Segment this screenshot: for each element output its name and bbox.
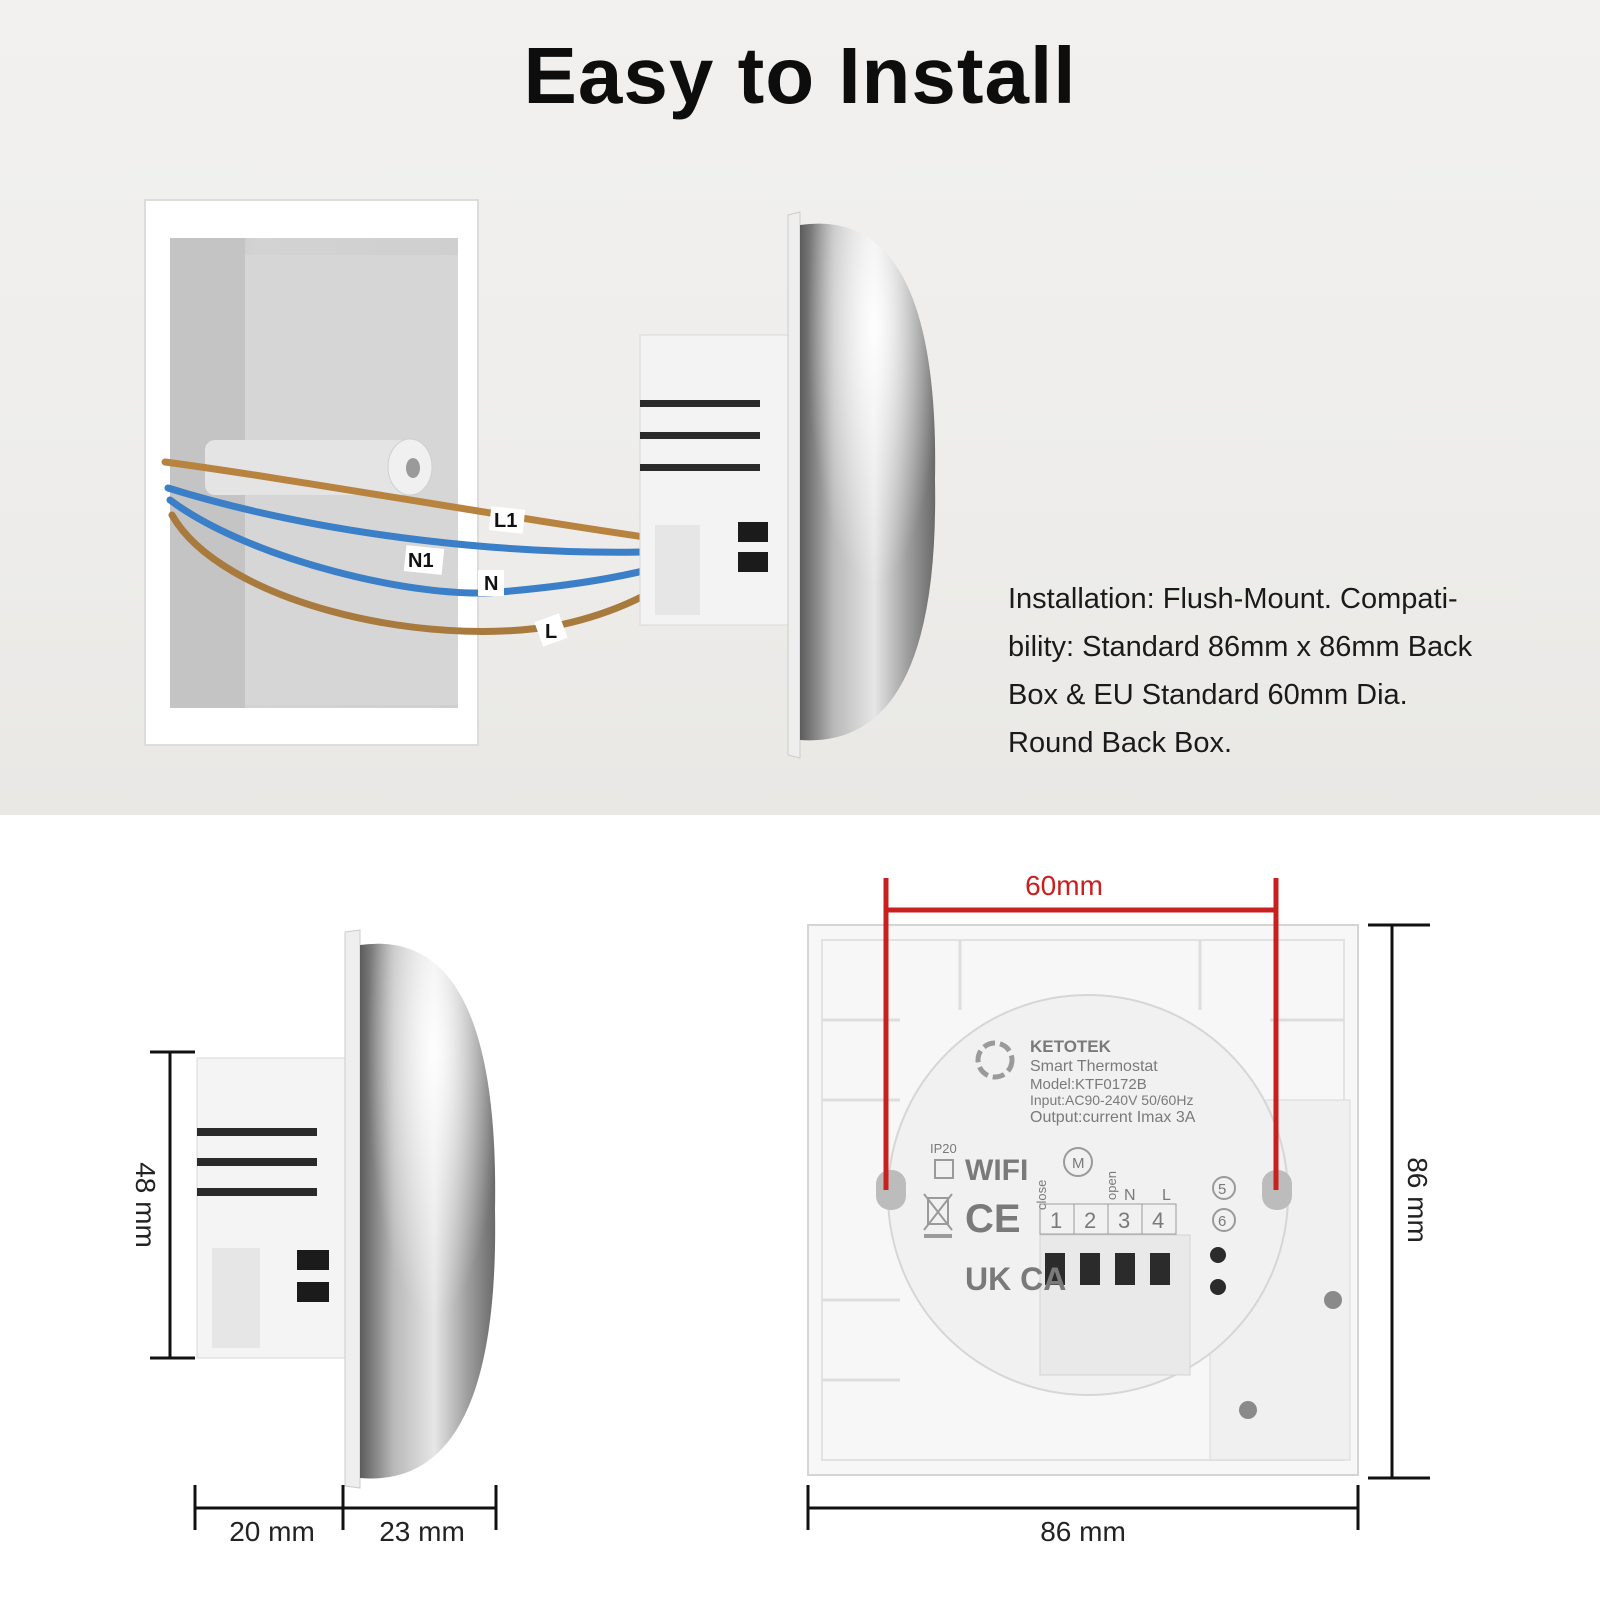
terminal-3: 3 bbox=[1118, 1208, 1130, 1233]
thermostat-back-view: KETOTEK Smart Thermostat Model:KTF0172B … bbox=[807, 924, 1359, 1476]
brand-logo: KETOTEK bbox=[1030, 1037, 1112, 1056]
open-label: open bbox=[1104, 1171, 1119, 1200]
wire-tag-n: N bbox=[478, 570, 504, 596]
terminal-numbers: 1 2 3 4 bbox=[1039, 1203, 1177, 1235]
installation-line-1: Installation: Flush-Mount. Compati- bbox=[1008, 583, 1458, 615]
dim-label-60mm: 60mm bbox=[1025, 870, 1103, 901]
close-label: close bbox=[1034, 1180, 1049, 1210]
page-title: Easy to Install bbox=[523, 31, 1077, 120]
product-name: Smart Thermostat bbox=[1030, 1058, 1158, 1075]
installation-line-2: bility: Standard 86mm x 86mm Back bbox=[1008, 631, 1473, 663]
installation-line-4: Round Back Box. bbox=[1008, 727, 1233, 759]
ukca-mark: UK CA bbox=[965, 1261, 1066, 1297]
wire-tag-l: L bbox=[534, 613, 568, 647]
motor-symbol: M bbox=[1072, 1155, 1085, 1172]
output-rating: Output:current Imax 3A bbox=[1030, 1109, 1196, 1126]
dim-label-23mm: 23 mm bbox=[379, 1516, 465, 1547]
dim-86mm-width bbox=[806, 1485, 1360, 1530]
installation-description: Installation: Flush-Mount. Compati- bili… bbox=[1008, 575, 1568, 767]
wall-back-box bbox=[144, 199, 479, 746]
ce-mark: CE bbox=[965, 1197, 1021, 1241]
dim-depth bbox=[193, 1485, 498, 1530]
dim-48mm bbox=[150, 1050, 195, 1360]
thermostat-side-view bbox=[196, 929, 496, 1489]
wire-tag-l1: L1 bbox=[488, 506, 526, 534]
dim-label-86mm-height: 86 mm bbox=[1402, 1157, 1433, 1243]
dim-label-20mm: 20 mm bbox=[229, 1516, 315, 1547]
installation-line-3: Box & EU Standard 60mm Dia. bbox=[1008, 679, 1408, 711]
wire-label-l1: L1 bbox=[494, 510, 517, 532]
thermostat-top-side-view bbox=[639, 211, 936, 759]
model-number: Model:KTF0172B bbox=[1030, 1076, 1147, 1093]
terminal-4: 4 bbox=[1152, 1208, 1164, 1233]
wire-label-l: L bbox=[545, 621, 557, 643]
wire-tag-n1: N1 bbox=[403, 545, 445, 575]
dim-86mm-height bbox=[1368, 923, 1430, 1480]
terminal-2: 2 bbox=[1084, 1208, 1096, 1233]
dim-label-48mm: 48 mm bbox=[130, 1162, 161, 1248]
dim-label-86mm-width: 86 mm bbox=[1040, 1516, 1126, 1547]
input-rating: Input:AC90-240V 50/60Hz bbox=[1030, 1092, 1193, 1108]
terminal-n-label: N bbox=[1124, 1187, 1136, 1204]
terminal-1: 1 bbox=[1050, 1208, 1062, 1233]
ip-rating: IP20 bbox=[930, 1141, 957, 1156]
aux-terminal-5: 5 bbox=[1218, 1181, 1226, 1198]
wire-label-n1: N1 bbox=[408, 550, 434, 572]
weee-bin-icon bbox=[923, 1193, 953, 1238]
terminal-l-label: L bbox=[1162, 1187, 1171, 1204]
wifi-label: WIFI bbox=[965, 1154, 1028, 1187]
dim-60mm bbox=[883, 878, 1279, 1190]
wire-label-n: N bbox=[484, 573, 498, 595]
aux-terminal-6: 6 bbox=[1218, 1213, 1226, 1230]
